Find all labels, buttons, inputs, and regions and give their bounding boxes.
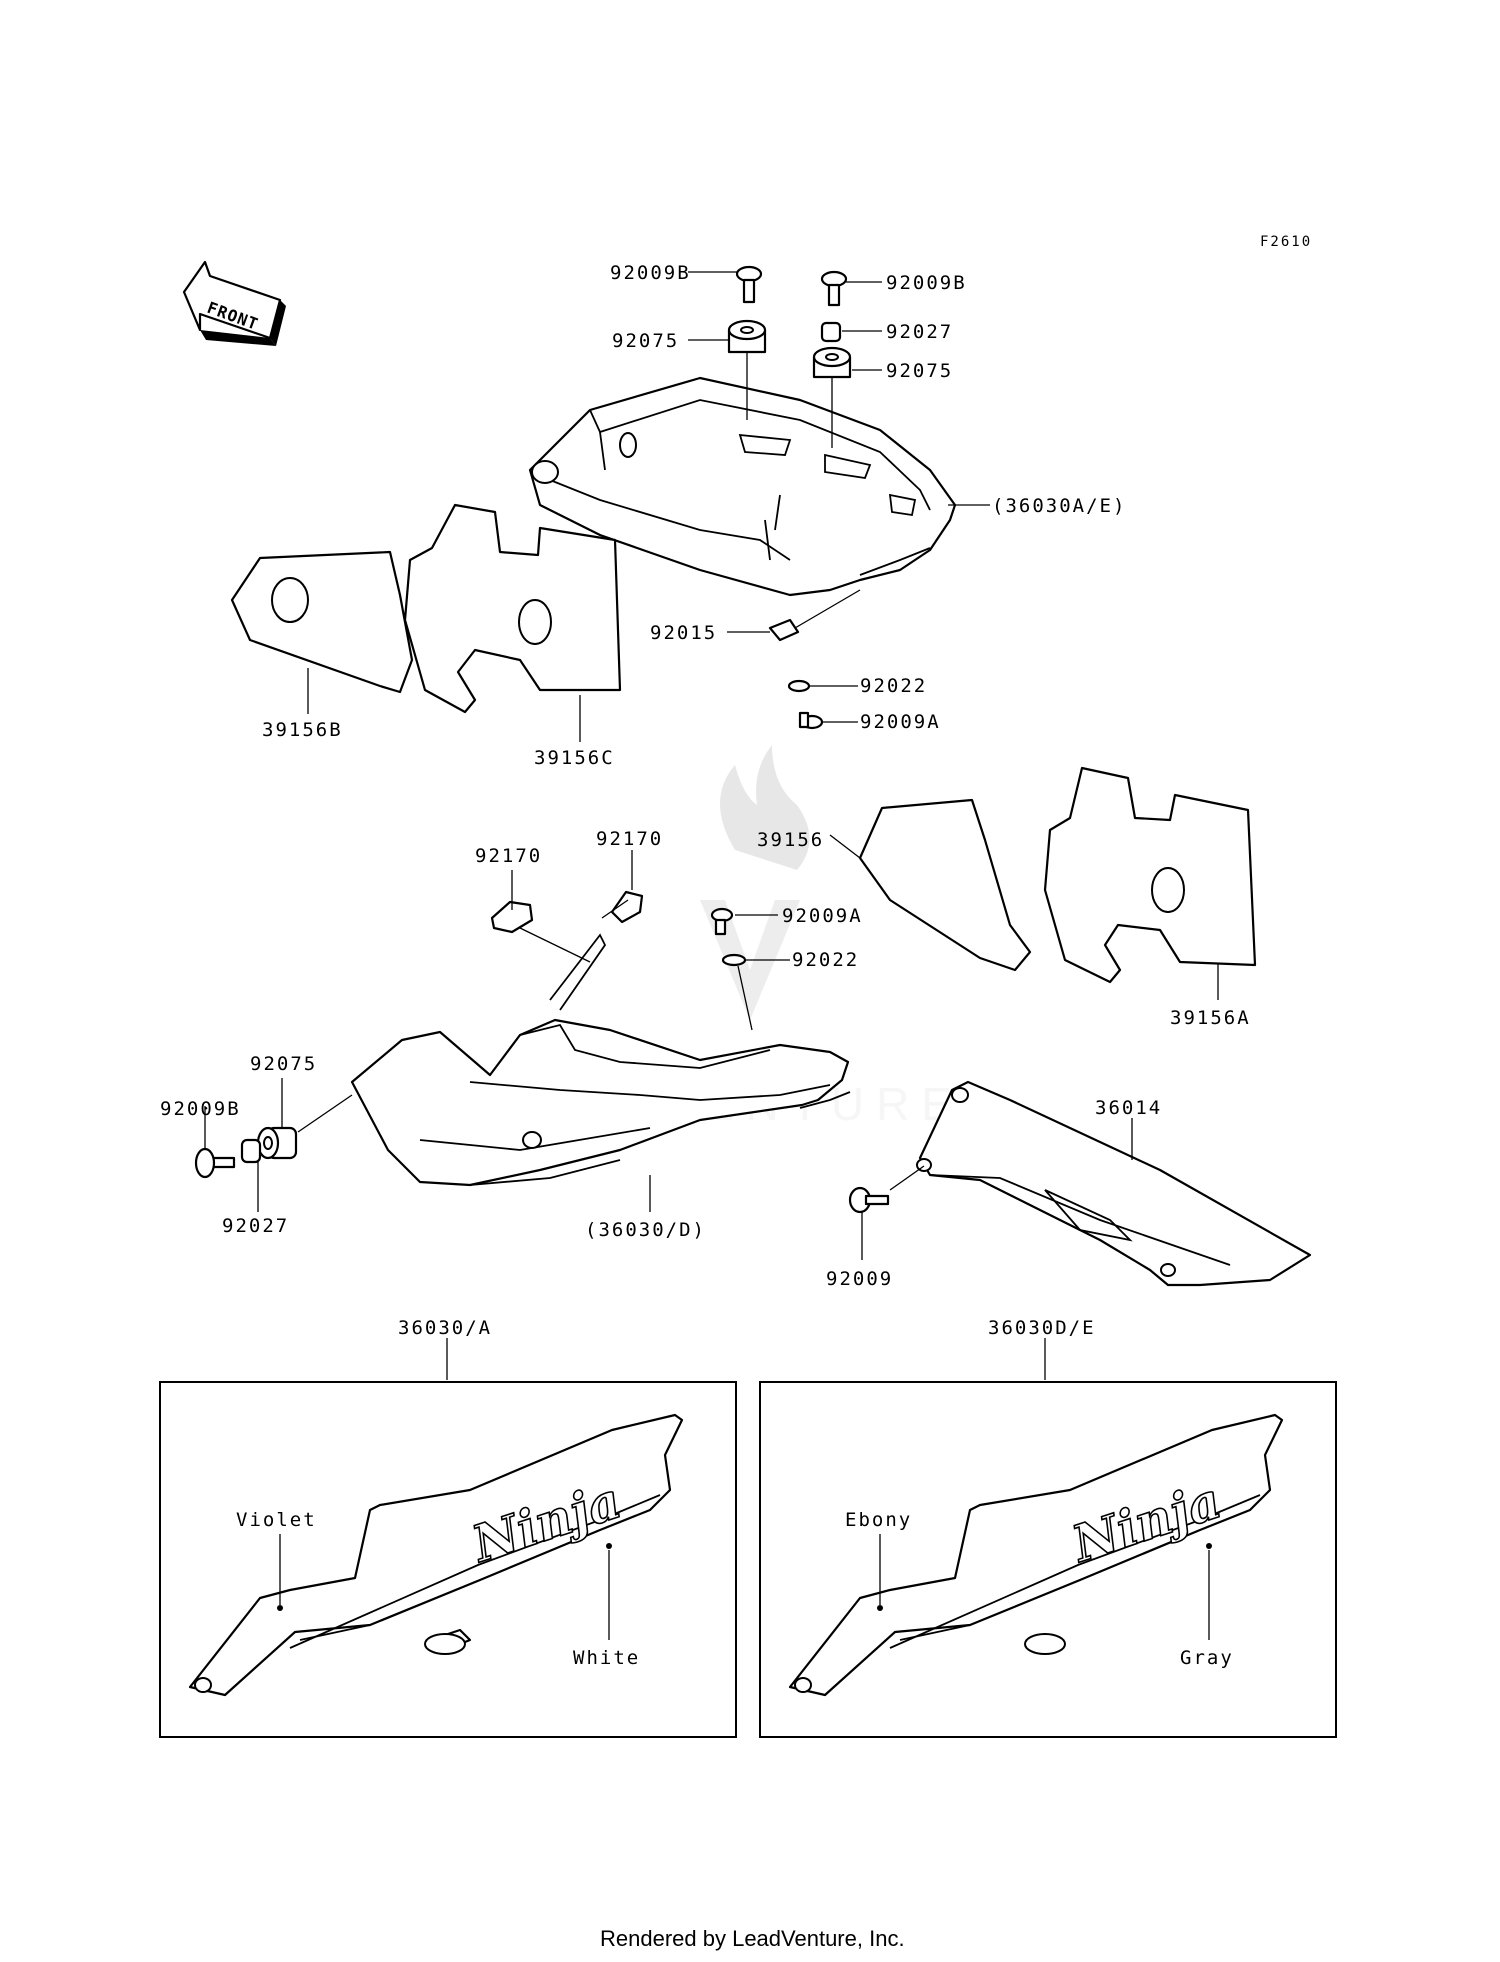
label-92027-a: 92027 — [886, 321, 953, 343]
label-39156A: 39156A — [1170, 1007, 1251, 1029]
label-92015: 92015 — [650, 622, 717, 644]
label-92009B-a: 92009B — [610, 262, 691, 284]
rear-seat-cowl-lower — [350, 933, 851, 1187]
rear-seat-cowl-upper — [528, 376, 957, 597]
color-label-ebony: Ebony — [845, 1509, 912, 1531]
label-36030DE: 36030D/E — [988, 1317, 1096, 1339]
label-92075-b: 92075 — [886, 360, 953, 382]
bolt-92009-mid — [848, 1186, 890, 1214]
color-label-white: White — [573, 1647, 640, 1669]
label-92009A-a: 92009A — [860, 711, 941, 733]
label-92075-c: 92075 — [250, 1053, 317, 1075]
label-36030A: 36030/A — [398, 1317, 492, 1339]
label-92170-b: 92170 — [596, 828, 663, 850]
color-label-gray: Gray — [1180, 1647, 1234, 1669]
pad-39156C — [403, 503, 622, 714]
color-label-violet: Violet — [236, 1509, 317, 1531]
label-92009B-c: 92009B — [160, 1098, 241, 1120]
label-39156C: 39156C — [534, 747, 615, 769]
footer-credit: Rendered by LeadVenture, Inc. — [600, 1926, 905, 1951]
clip-92170-left — [490, 900, 534, 934]
nut-92015 — [768, 618, 800, 642]
label-92075-a: 92075 — [612, 330, 679, 352]
part-labels: 92009B 92075 92009B 92027 92075 (36030A/… — [160, 262, 1251, 1339]
label-92022-b: 92022 — [792, 949, 859, 971]
label-92027-b: 92027 — [222, 1215, 289, 1237]
front-arrow-icon: FRONT — [182, 260, 286, 346]
bolt-92009A-top — [798, 711, 824, 730]
grommet-92075-mid — [256, 1126, 298, 1160]
label-39156: 39156 — [757, 829, 824, 851]
grommet-92075-left — [727, 319, 767, 354]
washer-92022-mid — [721, 953, 747, 967]
clip-92170-right — [610, 890, 644, 924]
bolt-92009B-left — [735, 265, 763, 304]
label-92022-a: 92022 — [860, 675, 927, 697]
label-92170-a: 92170 — [475, 845, 542, 867]
label-92009B-b: 92009B — [886, 272, 967, 294]
variant-box-36030A: Ninja Violet White — [159, 1381, 737, 1738]
label-39156B: 39156B — [262, 719, 343, 741]
label-92009: 92009 — [826, 1268, 893, 1290]
diagram-code: F2610 — [1260, 234, 1312, 250]
leader-lines — [204, 271, 1219, 1380]
pad-39156 — [858, 798, 1032, 972]
variant-box-36030DE: Ninja Ebony Gray — [759, 1381, 1337, 1738]
pad-39156A — [1043, 766, 1257, 984]
pad-39156B — [230, 550, 414, 694]
label-92009A-b: 92009A — [782, 905, 863, 927]
label-36014: 36014 — [1095, 1097, 1162, 1119]
collar-92027-top — [820, 321, 842, 343]
label-36030D: (36030/D) — [585, 1219, 706, 1241]
bolt-92009B-right — [820, 270, 848, 307]
label-36030AE: (36030A/E) — [992, 495, 1126, 517]
bolt-92009B-mid — [194, 1147, 236, 1179]
grommet-92075-right — [812, 346, 852, 379]
bolt-92009A-mid — [710, 907, 734, 936]
washer-92022-top — [787, 679, 811, 693]
collar-92027-mid — [240, 1138, 262, 1164]
